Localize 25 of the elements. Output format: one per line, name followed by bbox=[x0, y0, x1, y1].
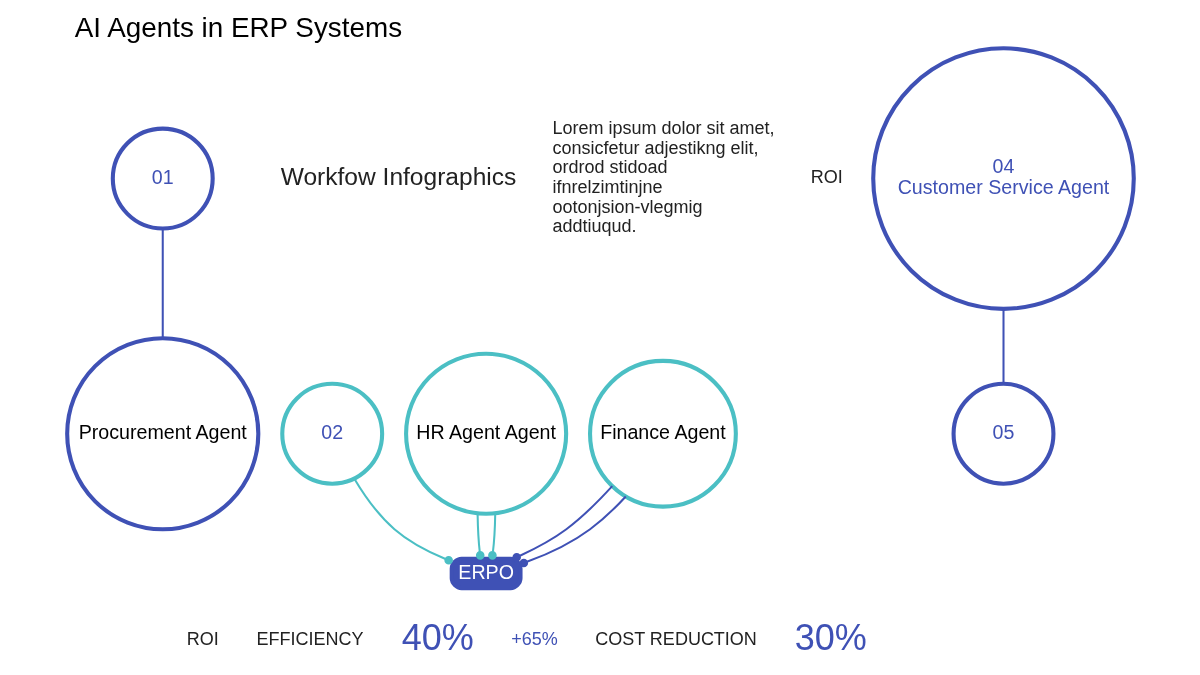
label: ROI bbox=[186, 629, 219, 650]
node-box: ERPO bbox=[449, 556, 523, 591]
node-circle: 05 bbox=[951, 381, 1055, 486]
node-circle: Finance Agent bbox=[587, 358, 738, 509]
node-circle: HR Agent Agent bbox=[403, 351, 568, 516]
label: EFFICIENCY bbox=[256, 629, 364, 650]
connector bbox=[161, 228, 164, 339]
node-circle: 04 Customer Service Agent bbox=[870, 46, 1136, 311]
label: ROI bbox=[810, 167, 843, 188]
diagram-title: AI Agents in ERP Systems bbox=[74, 12, 402, 44]
connector bbox=[475, 513, 485, 560]
node-circle: Procurement Agent bbox=[64, 336, 260, 532]
connector bbox=[487, 513, 497, 560]
node-circle: 01 bbox=[110, 126, 215, 231]
node-circle: 02 bbox=[279, 381, 384, 486]
label: COST REDUCTION bbox=[594, 629, 757, 650]
label: 30% bbox=[794, 616, 867, 658]
label: Workfow Infographics bbox=[280, 162, 516, 190]
label: 40% bbox=[401, 616, 474, 658]
connector bbox=[352, 478, 453, 565]
connector bbox=[1001, 309, 1005, 384]
connector bbox=[519, 495, 627, 568]
connector bbox=[511, 485, 613, 562]
label: Lorem ipsum dolor sit amet, consicfetur adjestikng elit, ordrod stidoad ifnrelzimtinjne ootonjsion-vlegmig addtiuqud. bbox=[551, 118, 775, 237]
label: +65% bbox=[510, 629, 558, 650]
